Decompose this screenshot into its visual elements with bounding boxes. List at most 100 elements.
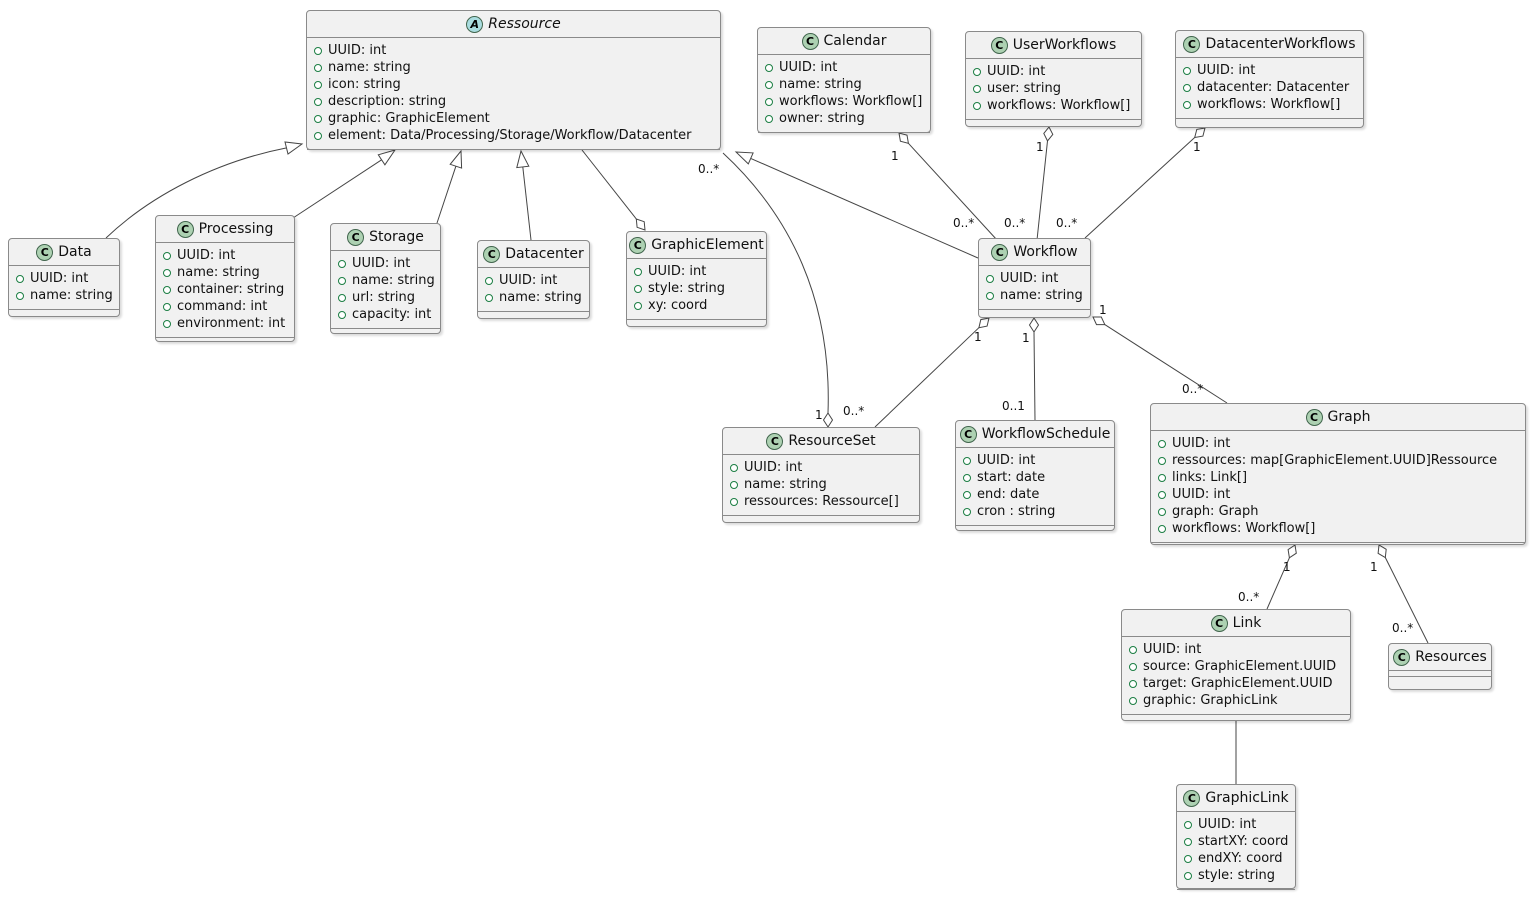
field-visibility-icon <box>1184 837 1192 846</box>
field-visibility-icon <box>1183 100 1191 109</box>
class-attribute: UUID: int <box>963 452 1107 469</box>
attribute-text: name: string <box>177 265 260 280</box>
attribute-text: owner: string <box>779 111 865 126</box>
class-attribute: UUID: int <box>1158 435 1518 452</box>
attribute-text: UUID: int <box>1172 436 1231 451</box>
methods-compartment <box>478 311 589 318</box>
attribute-text: graphic: GraphicLink <box>1143 693 1278 708</box>
class-attribute: endXY: coord <box>1184 850 1288 867</box>
field-visibility-icon <box>314 80 322 89</box>
field-visibility-icon <box>1158 439 1166 448</box>
field-visibility-icon <box>1158 507 1166 516</box>
field-visibility-icon <box>963 507 971 516</box>
class-header: C GraphicLink <box>1177 785 1295 812</box>
attribute-text: name: string <box>30 288 113 303</box>
field-visibility-icon <box>1129 662 1137 671</box>
class-icon: C <box>959 425 977 443</box>
field-visibility-icon <box>485 276 493 285</box>
field-visibility-icon <box>338 259 346 268</box>
class-attribute: name: string <box>986 287 1083 304</box>
attribute-text: name: string <box>499 290 582 305</box>
class-attribute: graphic: GraphicLink <box>1129 692 1343 709</box>
field-visibility-icon <box>765 114 773 123</box>
class-attribute: name: string <box>163 264 287 281</box>
field-visibility-icon <box>338 310 346 319</box>
class-icon: C <box>347 228 365 246</box>
class-icon: C <box>1305 408 1323 426</box>
class-attribute: style: string <box>634 280 759 297</box>
attribute-text: UUID: int <box>779 60 838 75</box>
attribute-text: style: string <box>648 281 726 296</box>
field-visibility-icon <box>765 80 773 89</box>
class-resources: C Resources <box>1388 643 1492 690</box>
methods-compartment <box>979 309 1090 317</box>
methods-compartment <box>1389 676 1491 689</box>
field-visibility-icon <box>730 497 738 506</box>
attribute-text: UUID: int <box>744 460 803 475</box>
class-attribute: graph: Graph <box>1158 503 1518 520</box>
attribute-text: command: int <box>177 299 268 314</box>
class-attribute: style: string <box>1184 867 1288 884</box>
attribute-text: style: string <box>1198 868 1276 883</box>
multiplicity-label: 0..* <box>698 162 719 176</box>
class-header: C ResourceSet <box>723 428 919 455</box>
class-attribute: UUID: int <box>1129 641 1343 658</box>
field-visibility-icon <box>485 293 493 302</box>
class-attribute: UUID: int <box>1184 816 1288 833</box>
class-header: C Data <box>9 239 119 266</box>
attribute-text: name: string <box>1000 288 1083 303</box>
class-attribute: command: int <box>163 298 287 315</box>
field-visibility-icon <box>1183 83 1191 92</box>
field-visibility-icon <box>1184 871 1192 880</box>
attribute-text: workflows: Workflow[] <box>1197 97 1341 112</box>
class-name: Datacenter <box>505 246 584 262</box>
field-visibility-icon <box>314 131 322 140</box>
field-visibility-icon <box>163 251 171 260</box>
class-attribute: name: string <box>765 76 923 93</box>
attribute-text: user: string <box>987 81 1061 96</box>
field-visibility-icon <box>730 480 738 489</box>
multiplicity-label: 0..* <box>1182 382 1203 396</box>
field-visibility-icon <box>163 319 171 328</box>
attribute-text: workflows: Workflow[] <box>1172 521 1316 536</box>
class-icon: C <box>1183 789 1201 807</box>
class-attribute: UUID: int <box>986 270 1083 287</box>
class-attribute: start: date <box>963 469 1107 486</box>
attribute-text: endXY: coord <box>1198 851 1283 866</box>
attribute-text: source: GraphicElement.UUID <box>1143 659 1337 674</box>
class-attribute: container: string <box>163 281 287 298</box>
attribute-text: UUID: int <box>352 256 411 271</box>
attribute-text: xy: coord <box>648 298 708 313</box>
class-header: C Graph <box>1151 404 1525 431</box>
class-attribute: xy: coord <box>634 297 759 314</box>
class-icon: C <box>36 243 54 261</box>
field-visibility-icon <box>163 302 171 311</box>
class-attribute: datacenter: Datacenter <box>1183 79 1356 96</box>
field-visibility-icon <box>314 114 322 123</box>
class-header: C Datacenter <box>478 241 589 268</box>
class-icon: C <box>991 243 1009 261</box>
attribute-text: UUID: int <box>177 248 236 263</box>
class-name: Link <box>1232 615 1262 631</box>
multiplicity-label: 0..* <box>1056 216 1077 230</box>
class-name: GraphicLink <box>1205 790 1289 806</box>
field-visibility-icon <box>1158 456 1166 465</box>
class-attribute: user: string <box>973 80 1134 97</box>
attribute-text: UUID: int <box>648 264 707 279</box>
field-visibility-icon <box>973 84 981 93</box>
methods-compartment <box>1177 889 1295 896</box>
field-visibility-icon <box>634 267 642 276</box>
class-name: Calendar <box>823 33 887 49</box>
